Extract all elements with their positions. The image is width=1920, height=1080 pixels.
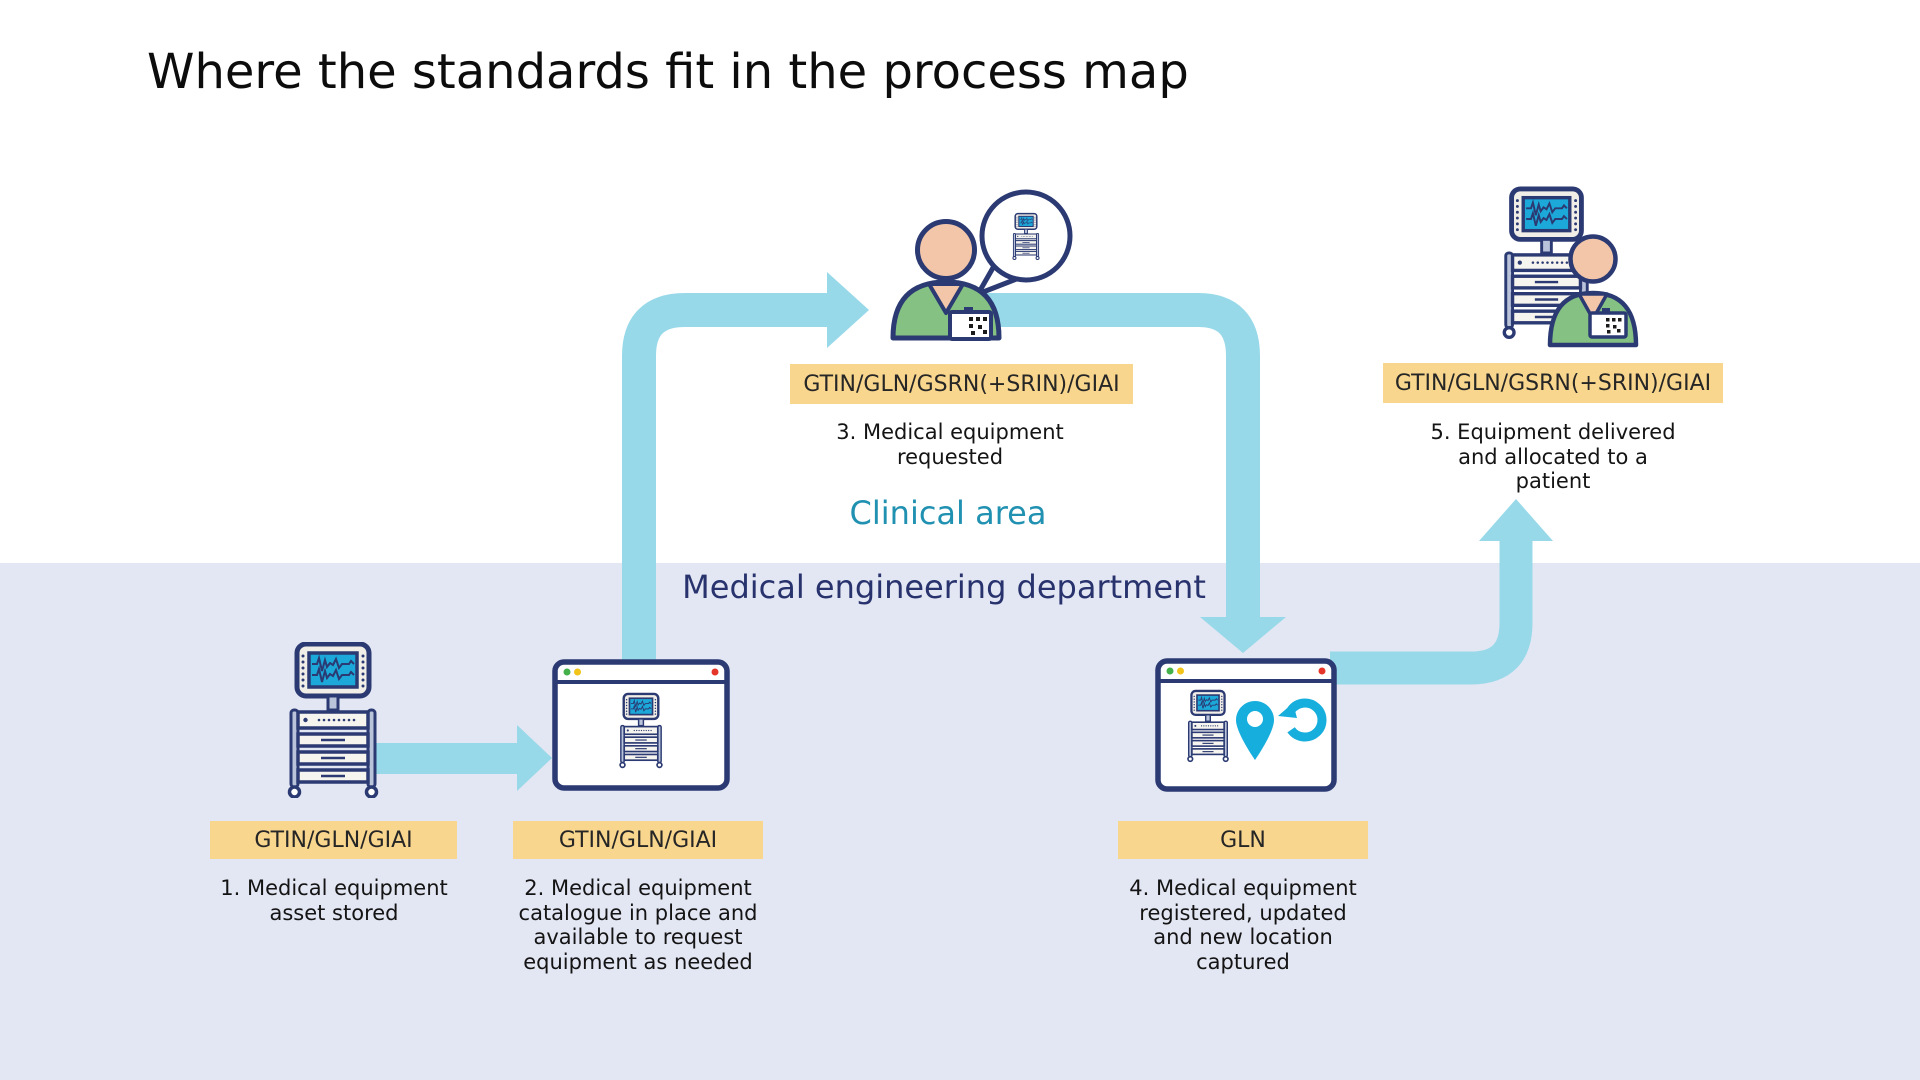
qr-code-pattern <box>1606 318 1622 334</box>
catalogue-browser-window-icon <box>552 659 730 791</box>
clinician-head <box>915 219 977 281</box>
equipment-with-clinician-icon <box>1492 183 1639 348</box>
step3-caption: 3. Medical equipment requested <box>836 420 1064 469</box>
red-dot <box>711 668 719 676</box>
qr-code-pattern <box>969 317 987 335</box>
refresh-icon <box>1278 698 1327 742</box>
clinical-area-label: Clinical area <box>849 494 1047 532</box>
yellow-dot <box>574 668 581 676</box>
step5-caption: 5. Equipment delivered and allocated to … <box>1430 420 1676 493</box>
standards-badge-step2: GTIN/GLN/GIAI <box>513 821 763 859</box>
clinician-head <box>1568 234 1618 284</box>
green-dot <box>1166 667 1174 675</box>
location-pin-icon <box>1236 701 1274 760</box>
green-dot <box>563 668 571 676</box>
standards-badge-step5: GTIN/GLN/GSRN(+SRIN)/GIAI <box>1383 363 1723 403</box>
step2-caption: 2. Medical equipment catalogue in place … <box>518 876 758 974</box>
clinician-neck <box>1577 292 1609 321</box>
arrow-step2-to-step3 <box>622 272 869 695</box>
engineering-area-label: Medical engineering department <box>682 568 1206 606</box>
clinician-neck <box>927 282 965 315</box>
location-pin-hole <box>1247 711 1263 727</box>
clinician-speech-bubble-icon <box>890 189 1073 341</box>
medical-equipment-cart-icon <box>283 642 383 798</box>
step1-caption: 1. Medical equipment asset stored <box>220 876 448 925</box>
arrow-step4-to-step5 <box>1330 499 1553 685</box>
standards-badge-step4: GLN <box>1118 821 1368 859</box>
red-dot <box>1318 667 1326 675</box>
step4-caption: 4. Medical equipment registered, updated… <box>1129 876 1357 974</box>
standards-badge-step3: GTIN/GLN/GSRN(+SRIN)/GIAI <box>790 364 1133 404</box>
arrow-step3-to-step4 <box>935 293 1286 653</box>
yellow-dot <box>1177 667 1184 675</box>
registration-window-pin-refresh-icon <box>1155 658 1337 792</box>
arrow-step1-to-step2 <box>372 725 552 791</box>
standards-badge-step1: GTIN/GLN/GIAI <box>210 821 457 859</box>
page-title: Where the standards fit in the process m… <box>147 44 1189 100</box>
